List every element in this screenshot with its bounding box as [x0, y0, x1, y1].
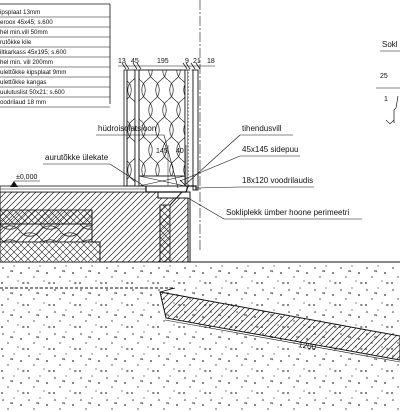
label-plinth-flashing: Sokliplekk ümber hoone perimeetri [226, 208, 349, 217]
bottom-dimension: 1200 [164, 319, 400, 363]
foundation [0, 185, 191, 263]
layer-row-7: ulettõkke kipsplaat 9mm [0, 69, 66, 76]
sloped-ground-insulation [159, 287, 400, 361]
wall-section [123, 69, 199, 193]
dim-1200: 1200 [298, 340, 318, 352]
dim-145: 145 [156, 148, 168, 155]
dim-21: 21 [193, 58, 201, 65]
level-marker: ±0,000 [10, 174, 40, 187]
right-dim-25: 25 [380, 73, 388, 80]
dim-9: 9 [185, 58, 189, 65]
label-seal-wool: tihendusvill [242, 124, 282, 133]
layer-row-4: rutõkke kile [0, 39, 32, 46]
annotations: hüdroisolatsioon aurutõkke ülekate tihen… [43, 124, 362, 220]
layer-row-2: eroox 45x45; s.600 [0, 19, 53, 26]
label-cladding-board: 18x120 voodrilaudis [242, 176, 313, 185]
layer-row-6: hel min. vill 200mm [0, 59, 53, 66]
layer-row-9: uulutuslist 50x21; s.600 [0, 89, 65, 96]
right-partial-detail: Sokl 25 1 [376, 40, 400, 125]
dim-195: 195 [157, 58, 169, 65]
label-sill-beam: 45x145 sidepuu [242, 145, 299, 154]
layer-row-3: hel min.vill 50mm [0, 29, 48, 36]
dim-13: 13 [118, 58, 126, 65]
label-hydroisolation: hüdroisolatsioon [98, 124, 156, 133]
dim-18: 18 [207, 58, 215, 65]
label-vapour-barrier: aurutõkke ülekate [45, 153, 109, 162]
layer-row-10: oodrilaud 18 mm [0, 99, 46, 106]
level-text: ±0,000 [16, 174, 37, 181]
dim-40: 40 [176, 148, 184, 155]
layer-list-table: ipsplaat 13mm eroox 45x45; s.600 hel min.v… [0, 3, 111, 108]
right-dim-1: 1 [384, 96, 388, 103]
layer-row-5: iltkarkass 45x195; s.600 [0, 49, 67, 56]
side-dimensions: 145 40 [156, 145, 187, 186]
layer-row-8: ulettõkke kangas [0, 79, 46, 86]
right-detail-title: Sokl [382, 40, 398, 49]
layer-row-1: ipsplaat 13mm [0, 9, 40, 16]
top-dimensions: 13 45 195 9 21 18 [118, 58, 215, 70]
dim-45: 45 [131, 58, 139, 65]
